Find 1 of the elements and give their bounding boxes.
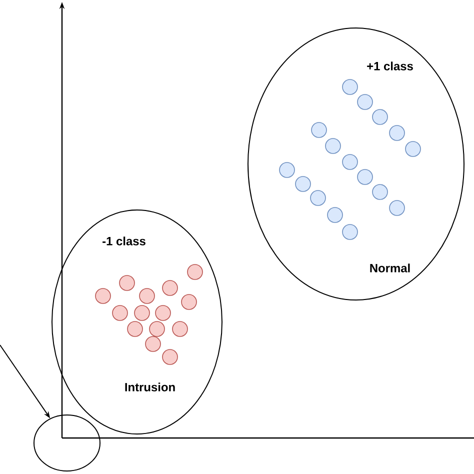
origin-ellipse xyxy=(34,414,100,472)
